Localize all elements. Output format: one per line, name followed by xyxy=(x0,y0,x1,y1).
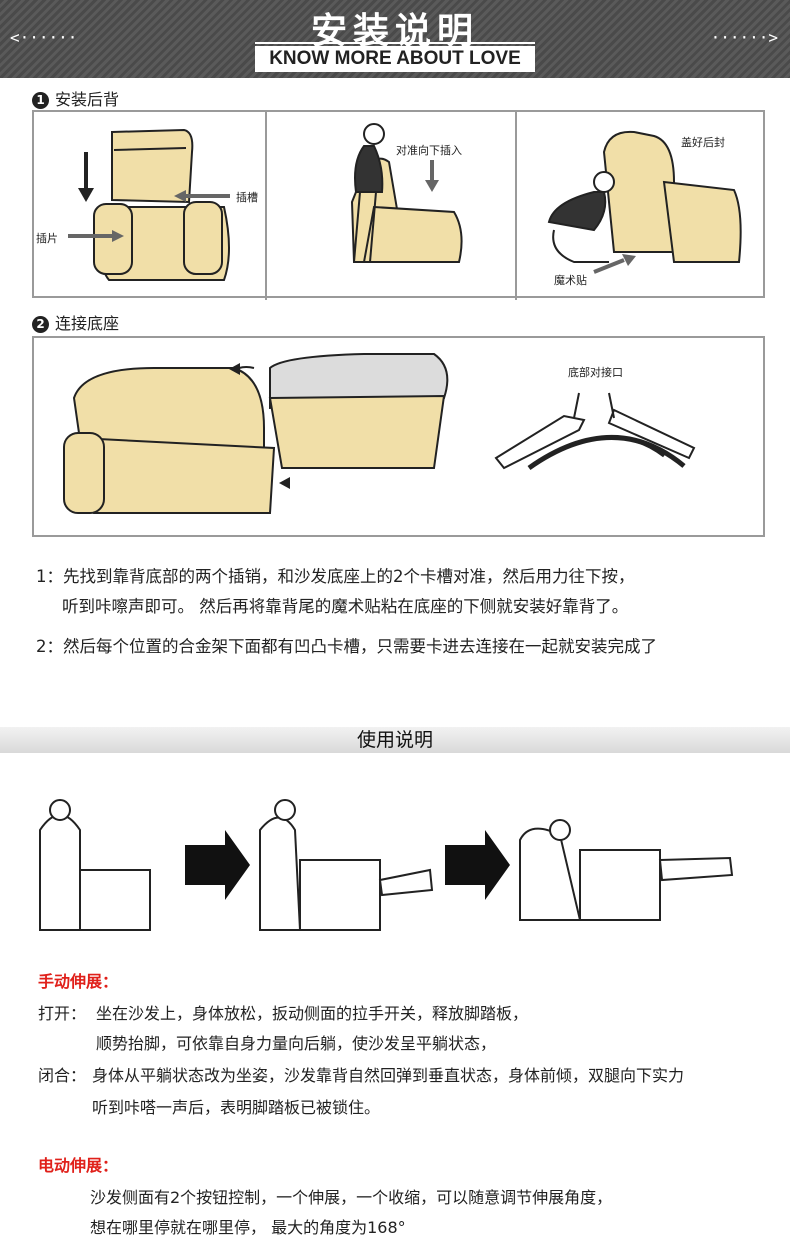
electric-line1: 沙发侧面有2个按钮控制，一个伸展，一个收缩，可以随意调节伸展角度， xyxy=(90,1188,613,1207)
label-bottom-joint: 底部对接口 xyxy=(568,366,623,379)
left-arrow-icon: <······ xyxy=(10,28,78,47)
label-velcro: 魔术贴 xyxy=(554,274,587,287)
step2-heading: 2 连接底座 xyxy=(32,310,119,334)
label-tab: 插片 xyxy=(36,232,58,245)
label-insert-down: 对准向下插入 xyxy=(396,144,462,157)
step2-number: 2 xyxy=(32,316,49,333)
title-rule xyxy=(255,42,535,44)
step1-number: 1 xyxy=(32,92,49,109)
install-line2: 听到咔嚓声即可。 然后再将靠背尾的魔术贴粘在底座的下侧就安装好靠背了。 xyxy=(62,597,629,616)
header-banner: <······ 安装说明 KNOW MORE ABOUT LOVE ······… xyxy=(0,0,790,78)
usage-illustration xyxy=(39,799,734,931)
right-arrow-icon: ······> xyxy=(710,28,778,47)
manual-open-1: 坐在沙发上，身体放松，扳动侧面的拉手开关，释放脚踏板， xyxy=(96,1004,529,1023)
step1-illustration xyxy=(68,112,742,300)
page-title: 安装说明 xyxy=(310,11,479,52)
step1-illustration-panel: 插槽 插片 对准向下插入 盖好后封 魔术贴 xyxy=(32,110,765,300)
step2-illustration xyxy=(63,353,696,514)
step2-title: 连接底座 xyxy=(55,314,120,333)
manual-open-label: 打开： xyxy=(38,1004,87,1023)
install-line1: 1：先找到靠背底部的两个插销，和沙发底座上的2个卡槽对准，然后用力往下按， xyxy=(36,567,635,586)
manual-title: 手动伸展： xyxy=(38,972,119,991)
label-cover-back: 盖好后封 xyxy=(681,136,725,149)
manual-open-2: 顺势抬脚，可依靠自身力量向后躺，使沙发呈平躺状态， xyxy=(96,1034,497,1053)
electric-line2: 想在哪里停就在哪里停， 最大的角度为168° xyxy=(90,1218,406,1237)
label-slot: 插槽 xyxy=(236,191,258,204)
step2-illustration-panel: 底部对接口 xyxy=(32,336,765,537)
subtitle-band xyxy=(255,46,535,72)
install-line3: 2：然后每个位置的合金架下面都有凹凸卡槽，只需要卡进去连接在一起就安装完成了 xyxy=(36,637,657,656)
usage-title: 使用说明 xyxy=(356,729,433,751)
electric-title: 电动伸展： xyxy=(38,1156,119,1175)
usage-band: 使用说明 xyxy=(0,727,790,753)
manual-close-1: 身体从平躺状态改为坐姿，沙发靠背自然回弹到垂直状态，身体前倾，双腿向下实力 xyxy=(92,1066,685,1085)
page-subtitle: KNOW MORE ABOUT LOVE xyxy=(269,48,521,69)
step1-title: 安装后背 xyxy=(55,90,120,109)
manual-close-label: 闭合： xyxy=(38,1066,87,1085)
step1-heading: 1 安装后背 xyxy=(32,86,119,110)
manual-close-2: 听到咔嗒一声后，表明脚踏板已被锁住。 xyxy=(92,1098,381,1117)
